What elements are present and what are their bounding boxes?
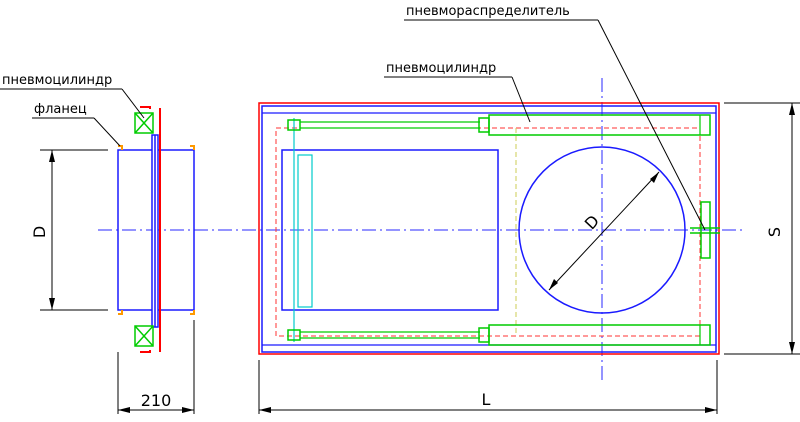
dimension-210	[117, 320, 195, 414]
label-flange: фланец	[34, 102, 87, 117]
leader-cylinder-top	[511, 76, 531, 123]
leader-distributor	[597, 19, 706, 231]
dimension-S	[724, 102, 800, 355]
flange-corner-bl	[118, 310, 123, 315]
dimension-D-left	[40, 149, 108, 311]
leader-flange	[93, 117, 121, 147]
centerlines	[98, 78, 742, 382]
side-cylinder-bottom	[134, 325, 154, 347]
flange-corner-br	[190, 310, 195, 315]
front-view	[258, 102, 720, 355]
side-cylinder-top	[134, 112, 154, 134]
circle-diameter-line	[548, 171, 660, 291]
leader-cylinder-left	[121, 88, 145, 119]
cylinder-bottom	[287, 324, 711, 346]
flange-red-top	[140, 106, 151, 109]
flange-red-bottom	[140, 350, 151, 353]
gate-plate	[281, 149, 499, 311]
dimension-L	[258, 360, 718, 414]
body-outer	[261, 105, 717, 353]
frame-inner-dashed	[275, 127, 701, 337]
label-pneumo-cylinder-top: пневмоцилиндр	[386, 61, 496, 76]
label-pneumo-cylinder-left: пневмоцилиндр	[2, 73, 112, 88]
dimension-L-label: L	[482, 390, 491, 409]
dimension-S-label: S	[765, 227, 784, 237]
side-view	[117, 106, 195, 353]
flange-corner-tr	[190, 145, 195, 150]
gate-guide	[297, 154, 313, 308]
frame-outer	[258, 102, 720, 355]
dimension-D-left-label: D	[30, 226, 49, 238]
dimension-210-label: 210	[141, 391, 172, 410]
orifice-circle	[518, 146, 686, 314]
pneumo-distributor	[690, 201, 720, 259]
label-pneumo-distributor: пневмораспределитель	[406, 4, 570, 19]
cylinder-top	[287, 114, 711, 136]
